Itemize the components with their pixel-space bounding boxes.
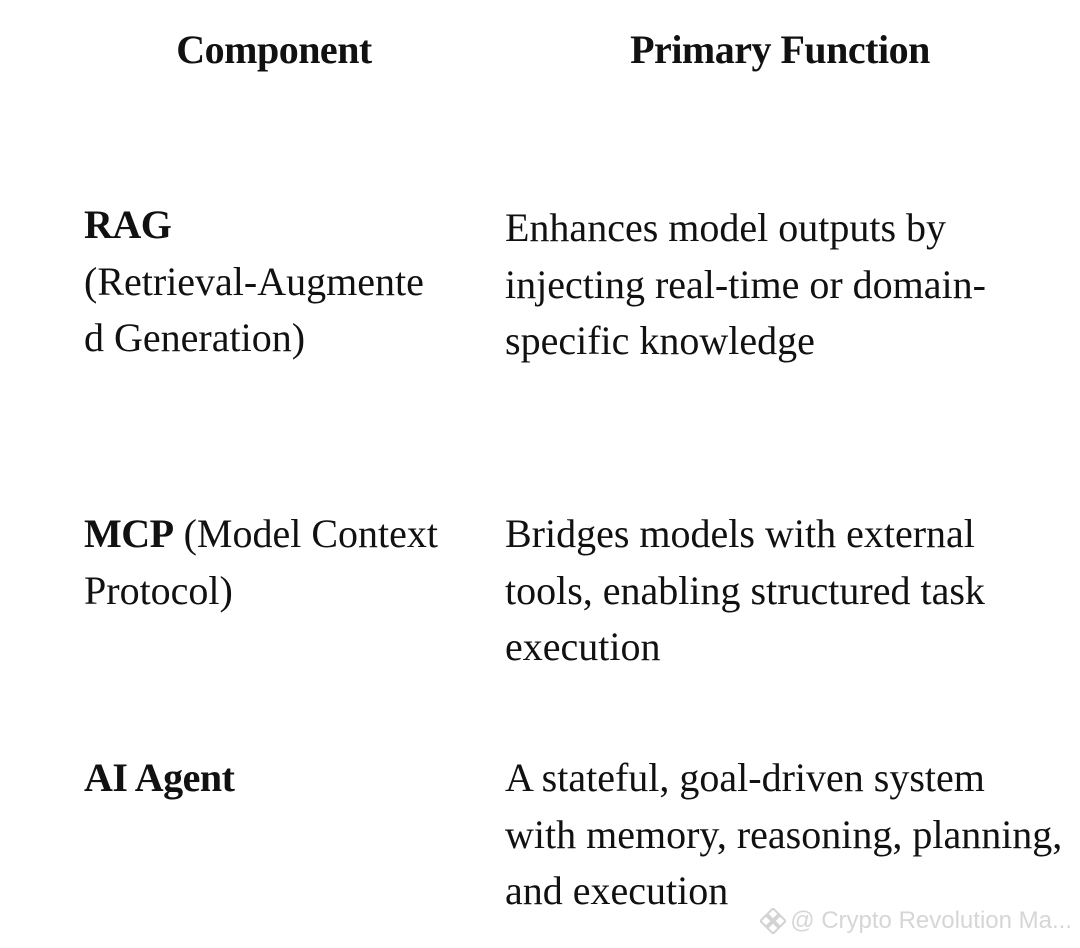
row-ai-agent-function: A stateful, goal-driven system with memo… (505, 755, 1063, 913)
term-mcp: MCP (84, 511, 174, 556)
term-mcp-detail: (Model Context Protocol) (84, 511, 438, 613)
term-rag-detail-line1: (Retrieval-Augmente (84, 258, 424, 304)
row-rag-component: RAG (Retrieval-Augmente d Generation) (84, 197, 479, 367)
row-ai-agent-component: AI Agent (84, 750, 479, 807)
row-mcp-component: MCP (Model Context Protocol) (84, 506, 479, 619)
header-primary-function: Primary Function (630, 27, 930, 72)
binance-logo-icon (760, 908, 787, 934)
term-ai-agent: AI Agent (84, 755, 235, 800)
term-rag: RAG (84, 202, 172, 247)
row-rag-function: Enhances model outputs by injecting real… (505, 205, 986, 363)
term-rag-detail-line2: d Generation) (84, 315, 306, 360)
watermark-text: @ Crypto Revolution Ma... (790, 907, 1072, 934)
watermark: @ Crypto Revolution Ma... (760, 906, 1072, 936)
row-mcp-function: Bridges models with external tools, enab… (505, 511, 985, 669)
header-component: Component (176, 27, 372, 72)
